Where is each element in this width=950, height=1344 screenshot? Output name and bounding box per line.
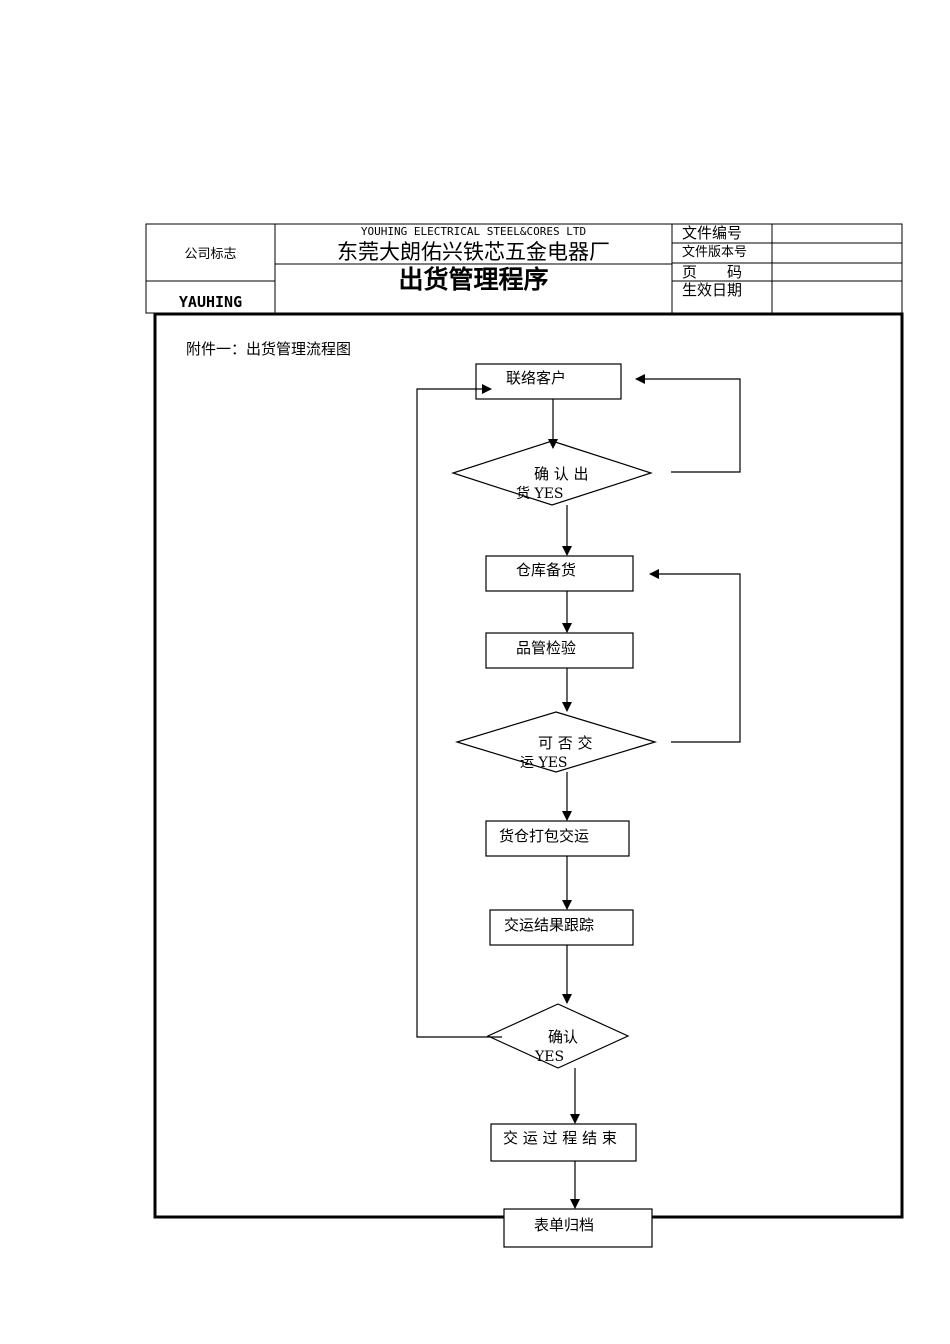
box-pack-ship (485, 820, 630, 857)
diamond-can-ship (454, 711, 658, 773)
company-name-en: YOUHING ELECTRICAL STEEL&CORES LTD (360, 225, 587, 238)
label-process-end: 交 运 过 程 结 束 (503, 1129, 617, 1147)
label-contact-customer: 联络客户 (506, 369, 567, 387)
loop-confirm (416, 384, 502, 1038)
label-confirm-2: YES (535, 1049, 565, 1065)
field-version: 文件版本号 (682, 245, 748, 260)
document-title: 出货管理程序 (398, 265, 549, 294)
logo-label: 公司标志 (184, 247, 237, 262)
label-pack-ship: 货仓打包交运 (499, 827, 590, 845)
field-doc-number: 文件编号 (682, 224, 743, 242)
label-warehouse-prepare: 仓库备货 (516, 561, 577, 579)
label-archive: 表单归档 (534, 1216, 595, 1234)
label-qc-inspect: 品管检验 (516, 639, 577, 657)
label-can-ship-1: 可 否 交 (538, 734, 593, 752)
box-qc-inspect (485, 632, 634, 669)
label-confirm-1: 确认 (548, 1028, 579, 1046)
company-name-cn: 东莞大朗佑兴铁芯五金电器厂 (337, 240, 610, 264)
box-process-end (490, 1123, 637, 1162)
field-effective-date: 生效日期 (682, 281, 743, 299)
loop-can-ship (649, 569, 741, 743)
attachment-title: 附件一：出货管理流程图 (186, 340, 352, 358)
label-confirm-ship-2: 货 YES (516, 486, 564, 502)
box-contact-customer (475, 363, 622, 400)
diamond-confirm (486, 1003, 630, 1069)
box-archive (503, 1208, 653, 1248)
box-warehouse-prepare (485, 555, 634, 592)
field-page: 页 码 (682, 263, 743, 281)
label-track-result: 交运结果跟踪 (504, 916, 595, 934)
label-can-ship-2: 运 YES (520, 755, 568, 771)
diamond-confirm-ship (451, 440, 653, 506)
company-logo-text: YAUHING (178, 293, 243, 311)
loop-confirm-ship (635, 374, 741, 473)
box-track-result (489, 909, 634, 946)
label-confirm-ship-1: 确 认 出 (534, 465, 589, 483)
